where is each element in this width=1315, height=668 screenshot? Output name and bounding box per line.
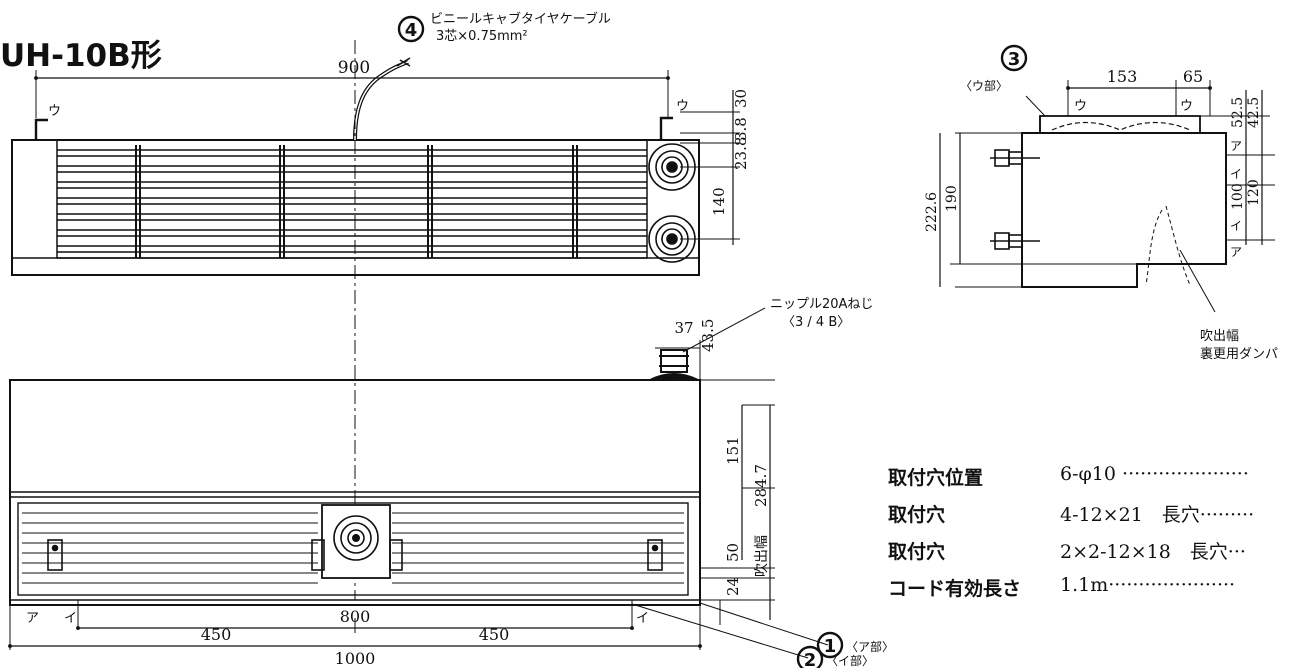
section-marks: ウ ウ ウ ウ ア イ イ ア イ イ ア [26,99,1242,626]
callout-4-line2: 3芯×0.75mm² [436,29,528,44]
callout-3-label: 〈ウ部〉 [960,78,1008,93]
side-view [939,80,1275,313]
top-view-louvers [57,149,647,253]
dim-37: 37 [674,319,693,337]
mark-u-side-2: ウ [1180,99,1193,114]
mark-a-side-top: ア [1230,139,1242,153]
nipple-fitting [649,349,699,381]
outlet-note-line2: 裏更用ダンパ [1200,347,1278,362]
mark-u-side-1: ウ [1074,99,1087,114]
dim-52-5: 52.5 [1230,97,1246,128]
front-view-outlet [17,502,689,596]
dim-42-5: 42.5 [1246,97,1262,128]
dim-120: 120 [1246,179,1262,206]
mark-i-side-bottom: イ [1230,219,1242,233]
dim-190: 190 [944,185,960,212]
top-view-grille [56,139,648,259]
dim-43-5: 43.5 [699,319,717,352]
top-view-ribs [135,145,578,258]
spec-label: 取付穴 [888,541,946,563]
callout-4-number: 4 [405,20,418,41]
outlet-note-line1: 吹出幅 [1200,329,1239,344]
mark-i-right: イ [636,611,649,626]
dim-outlet-label: 吹出幅 [754,535,770,577]
dim-222-6: 222.6 [924,192,940,232]
callout-4-line1: ビニールキャブタイヤケーブル [430,11,611,27]
front-view-louvers [22,512,684,584]
dim-3-8: 3.8 [732,117,750,141]
dim-50: 50 [724,543,742,562]
callout-3-number: 3 [1008,49,1021,70]
dim-30: 30 [732,89,750,108]
dim-284-7: 284.7 [752,464,770,507]
dim-900: 900 [338,58,370,78]
top-view-pipe-connectors [648,143,696,263]
mark-u-left: ウ [48,104,61,119]
top-view [11,40,740,600]
dim-1000: 1000 [335,649,376,668]
mark-u-right: ウ [676,99,689,114]
dim-23-8: 23.8 [732,137,750,170]
dim-151: 151 [724,436,742,465]
callout-1-number: 1 [824,636,837,657]
mark-a-side-bottom: ア [1230,245,1242,259]
dim-450-left: 450 [201,625,232,644]
dim-800: 800 [340,607,371,626]
nipple-label-line2: 〈3 / 4 B〉 [782,315,850,330]
callouts: 4 ビニールキャブタイヤケーブル 3芯×0.75mm² 3 〈ウ部〉 1 〈ア部… [397,11,1278,668]
dim-24: 24 [724,577,742,596]
spec-label: コード有効長さ [888,578,1022,600]
spec-value: 1.1m····················· [1060,574,1236,596]
front-view-mount-tabs [47,539,663,571]
side-view-bracket [1039,115,1201,134]
dim-140: 140 [710,187,728,216]
spec-label: 取付穴 [888,504,946,526]
mark-i-side-top: イ [1230,167,1242,181]
model-title: UH-10B形 [0,38,162,74]
callout-2-label: 〈イ部〉 [826,653,874,668]
side-view-fittings [990,149,1040,250]
mark-i-left: イ [64,611,77,626]
spec-value: 4-12×21 長穴········· [1060,504,1255,526]
dim-65: 65 [1183,67,1203,86]
spec-value: 6-φ10 ····················· [1060,463,1249,485]
callout-2-number: 2 [804,650,817,668]
dim-100: 100 [1230,183,1246,210]
front-view [8,307,829,659]
dim-450-right: 450 [479,625,510,644]
dimension-labels: 900 30 3.8 23.8 140 37 43.5 151 284.7 50… [201,58,1262,668]
nipple-label-line1: ニップル20Aねじ [770,297,873,312]
callout-1-label: 〈ア部〉 [846,639,894,654]
dim-153: 153 [1107,67,1138,86]
spec-value: 2×2-12×18 長穴··· [1060,541,1246,563]
mark-a-left: ア [26,611,39,626]
spec-label: 取付穴位置 [888,467,984,489]
